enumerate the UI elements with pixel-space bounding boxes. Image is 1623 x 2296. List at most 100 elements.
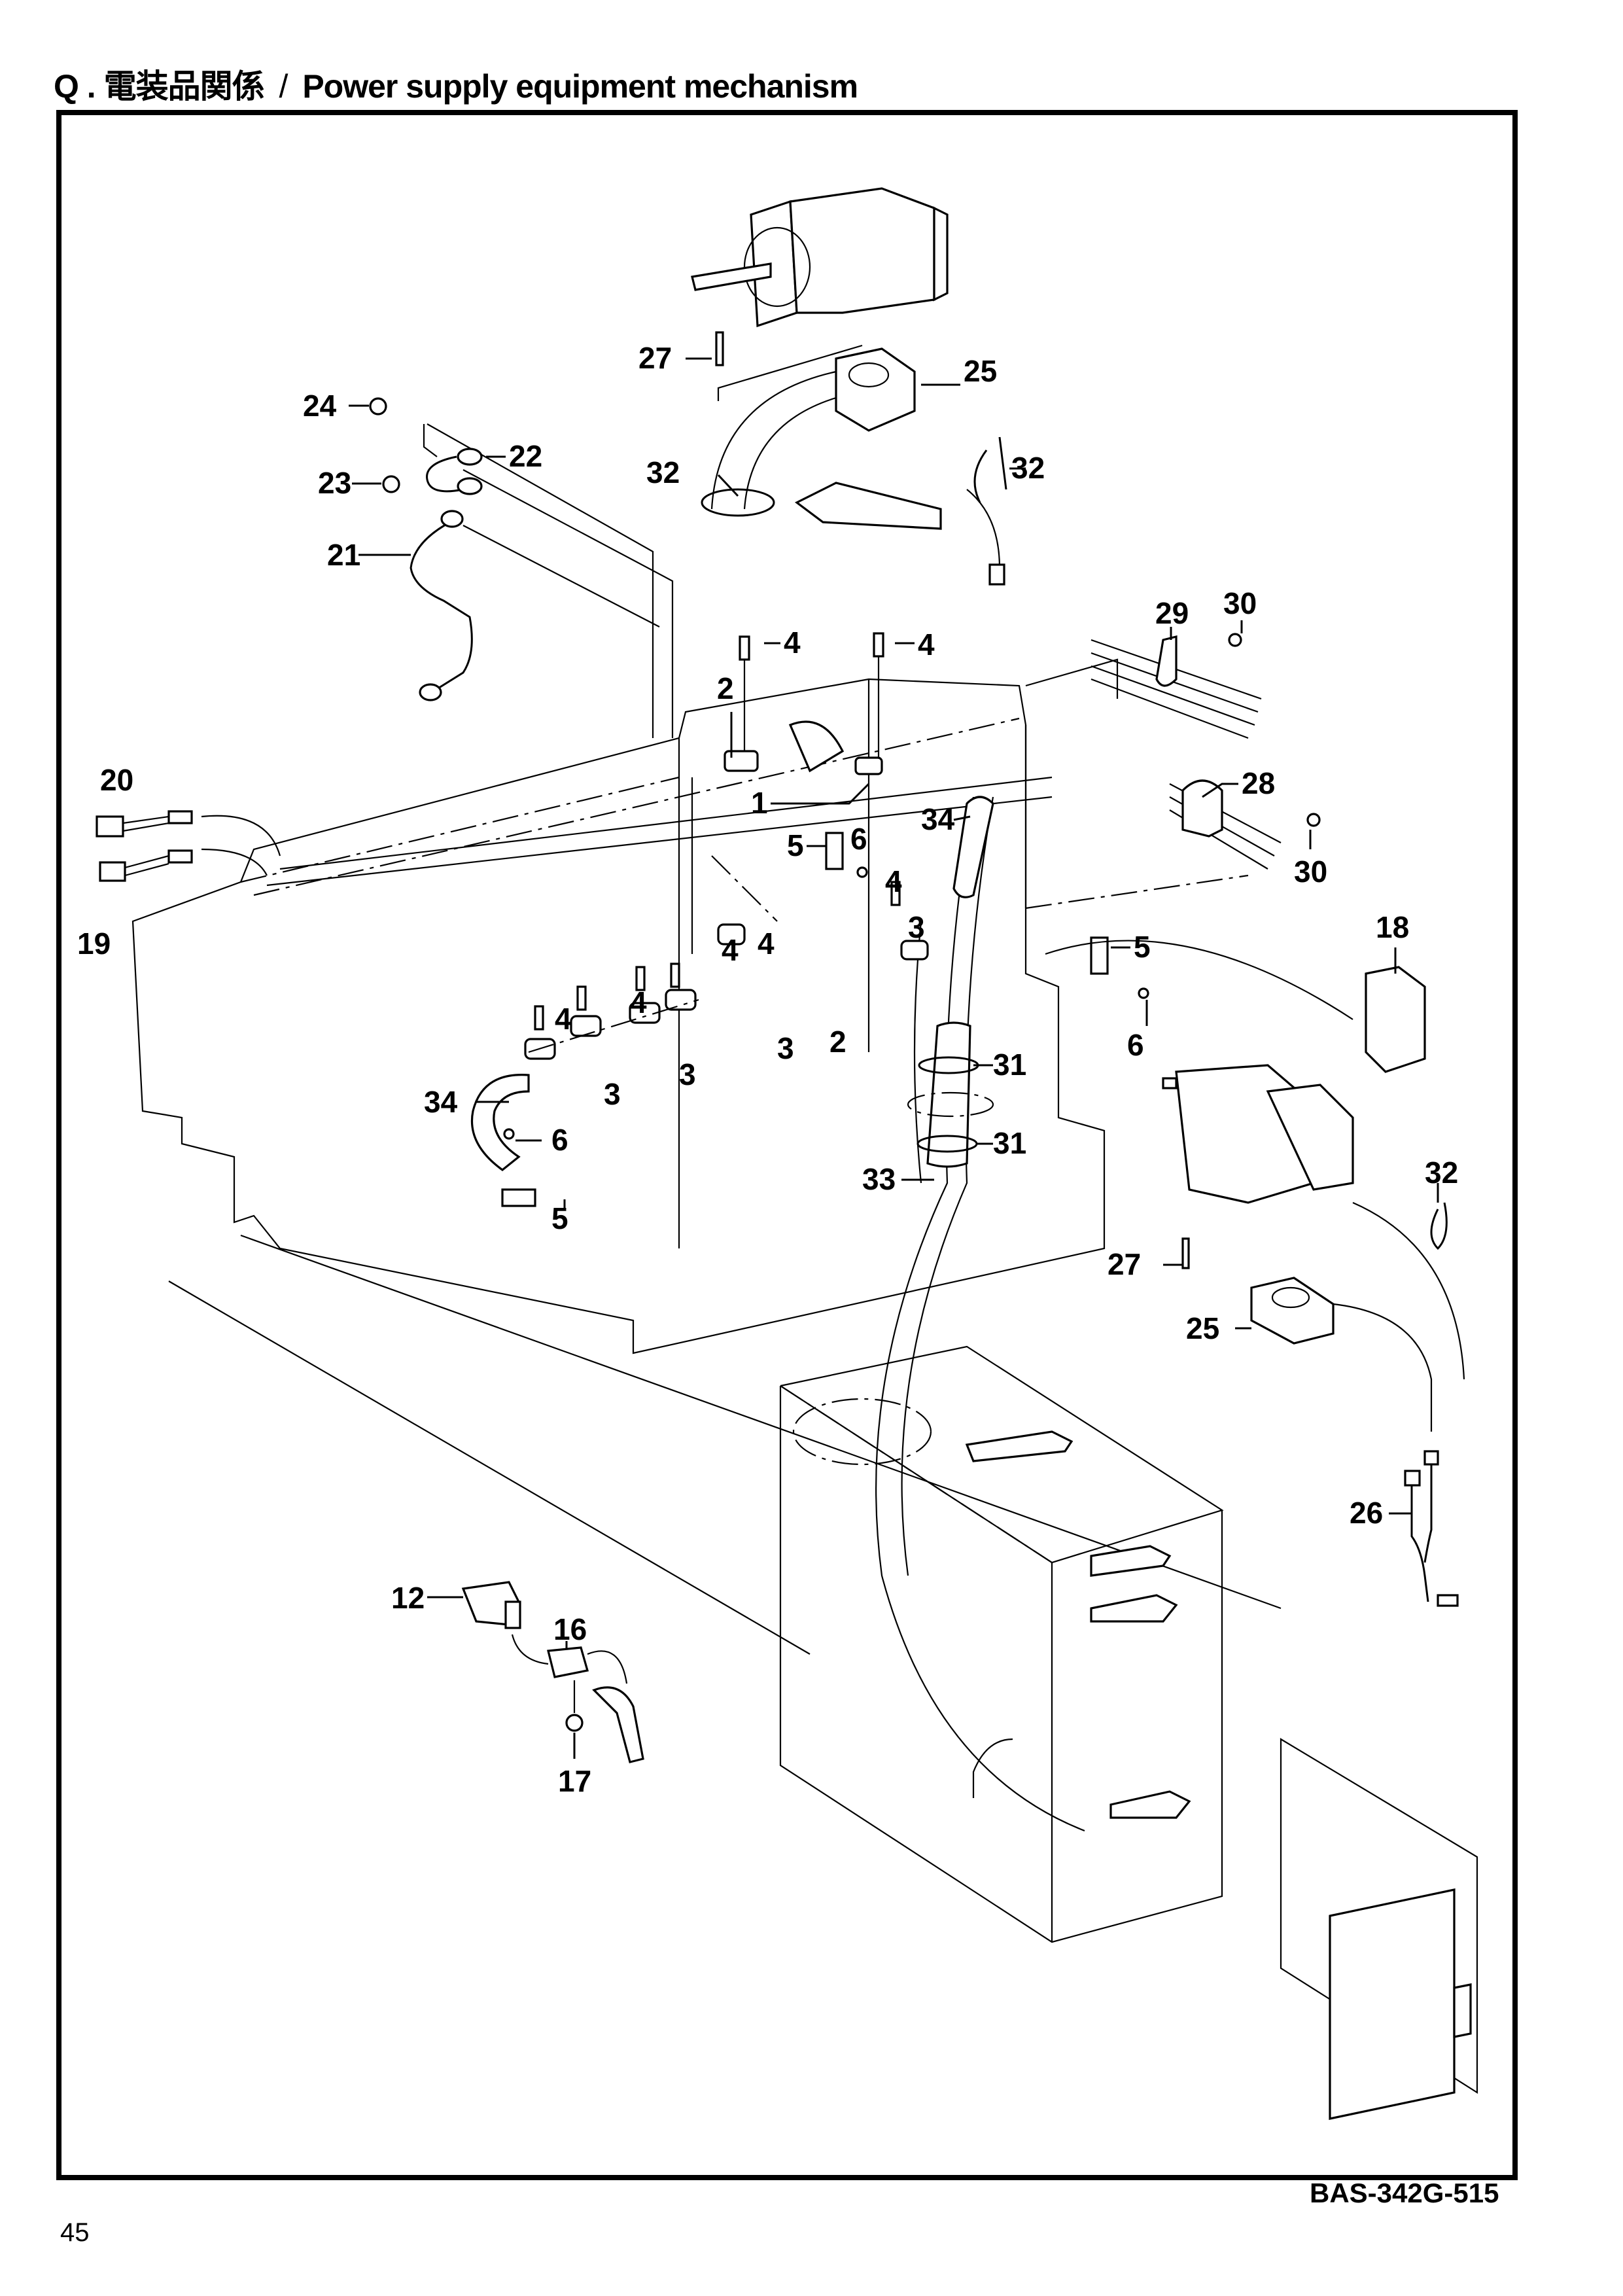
control-box <box>779 1345 1224 1943</box>
callout-34-upper: 34 <box>921 802 955 836</box>
sensor-5-right <box>1090 936 1109 975</box>
cord-clamp-2b-top <box>854 756 883 775</box>
motor-cable <box>710 370 837 510</box>
callout-4-g: 4 <box>555 1002 572 1036</box>
callout-34-lower: 34 <box>424 1085 458 1119</box>
fan-cable-right <box>1333 1201 1465 1432</box>
callout-4-b: 4 <box>918 627 935 662</box>
callout-30-upper: 30 <box>1223 586 1257 620</box>
callout-27: 27 <box>638 341 672 375</box>
callout-4-f: 4 <box>630 985 647 1019</box>
terminal-16 <box>546 1646 589 1678</box>
callout-3-a: 3 <box>777 1031 794 1065</box>
cooling-fan-right <box>1250 1277 1335 1345</box>
callout-23: 23 <box>318 466 351 500</box>
cord-clamp-row <box>524 923 929 1060</box>
connector-20 <box>96 810 193 838</box>
callout-25: 25 <box>964 354 997 388</box>
callout-6-upper: 6 <box>850 822 867 856</box>
callout-32-left: 32 <box>646 455 680 489</box>
page-number: 45 <box>60 2218 90 2247</box>
callout-24: 24 <box>303 389 337 423</box>
callout-2-top: 2 <box>717 671 734 705</box>
section-letter: Q . <box>54 68 96 105</box>
drawing-code: BAS-342G-515 <box>1310 2178 1499 2208</box>
callout-16: 16 <box>553 1612 587 1646</box>
callout-4-d: 4 <box>722 933 739 967</box>
cable-clip-32-right <box>973 436 1007 503</box>
title-english: Power supply equipment mechanism <box>302 68 858 105</box>
callout-3-c: 3 <box>604 1077 621 1111</box>
title-separator: / <box>279 68 288 105</box>
screw-6-right <box>1138 987 1149 999</box>
machine-body-outline <box>131 658 1282 1655</box>
spiral-tube-34-lower <box>470 1074 530 1172</box>
screw-17 <box>565 1714 584 1732</box>
callout-4-e: 4 <box>758 927 775 961</box>
callout-18: 18 <box>1376 910 1409 944</box>
callout-12: 12 <box>391 1581 425 1615</box>
terminal-wires <box>511 1634 628 1684</box>
ground-wire-21 <box>410 510 473 701</box>
terminal-pins <box>592 1686 644 1763</box>
screw-27-right <box>1181 1237 1190 1269</box>
cable-tie-phantom <box>907 1091 994 1118</box>
callout-3-right: 3 <box>908 910 925 944</box>
callout-labels: 27 25 24 22 23 32 32 21 4 4 30 29 2 20 1… <box>77 341 1458 1798</box>
screw-30-upper <box>1228 633 1242 647</box>
callout-5-upper: 5 <box>787 828 804 862</box>
callout-28: 28 <box>1242 766 1275 800</box>
screw-30-lower <box>1306 813 1321 827</box>
callout-31-lower: 31 <box>993 1126 1026 1160</box>
title-japanese: 電装品関係 <box>103 68 265 105</box>
callout-1: 1 <box>751 786 768 820</box>
spiral-tube-34-upper <box>952 796 994 898</box>
ground-wire-guide-lines <box>423 423 674 738</box>
servo-motor-right <box>1162 1064 1354 1204</box>
ground-wire-22 <box>426 448 483 495</box>
sensor-5-lower <box>501 1188 536 1207</box>
cord-clamp-28 <box>1181 779 1223 838</box>
callout-20: 20 <box>100 763 133 797</box>
callout-leaders <box>349 357 1439 1759</box>
callout-5-right: 5 <box>1134 930 1151 964</box>
callout-33: 33 <box>862 1162 896 1196</box>
sensor-motor-top <box>788 720 845 773</box>
callout-19: 19 <box>77 927 111 961</box>
screw-4-b <box>873 632 884 658</box>
callout-27-right: 27 <box>1108 1247 1141 1281</box>
callout-4-a: 4 <box>784 626 801 660</box>
callout-3-b: 3 <box>679 1057 696 1091</box>
cord-clamp-29 <box>1155 635 1178 687</box>
callout-17: 17 <box>558 1764 591 1798</box>
callout-29: 29 <box>1155 596 1189 630</box>
callout-6-lower: 6 <box>551 1123 568 1157</box>
servo-motor-top <box>691 187 949 328</box>
callout-5-lower: 5 <box>551 1201 568 1235</box>
fan-blade <box>1271 1286 1310 1309</box>
jack-cable <box>1045 940 1353 1020</box>
control-box-connectors <box>965 1430 1191 1819</box>
screw-6-upper <box>856 866 868 878</box>
callout-21: 21 <box>327 538 360 572</box>
callout-32-right: 32 <box>1011 451 1045 485</box>
screw-6-lower <box>503 1128 515 1140</box>
callout-26: 26 <box>1350 1496 1383 1530</box>
cooling-fan-top <box>794 347 942 530</box>
fan-cable <box>966 489 1001 569</box>
connector-19 <box>99 849 193 882</box>
page-title: Q . 電装品関係 / Power supply equipment mecha… <box>54 60 858 107</box>
relay-harness-26 <box>1404 1450 1459 1607</box>
screw-24 <box>369 397 387 415</box>
protective-tube-33 <box>926 1021 971 1168</box>
screw-23 <box>382 475 400 493</box>
jack-18 <box>1365 966 1426 1073</box>
screw-27-top <box>715 331 724 366</box>
screw-guide-line <box>717 344 863 401</box>
screw-guide-lines <box>743 656 880 758</box>
exploded-parts-diagram: 27 25 24 22 23 32 32 21 4 4 30 29 2 20 1… <box>77 187 1478 2120</box>
cable-harness <box>201 639 1282 1832</box>
cord-clamp-2-top <box>724 750 759 772</box>
fan-connector <box>988 563 1005 586</box>
callout-25-right: 25 <box>1186 1311 1219 1345</box>
